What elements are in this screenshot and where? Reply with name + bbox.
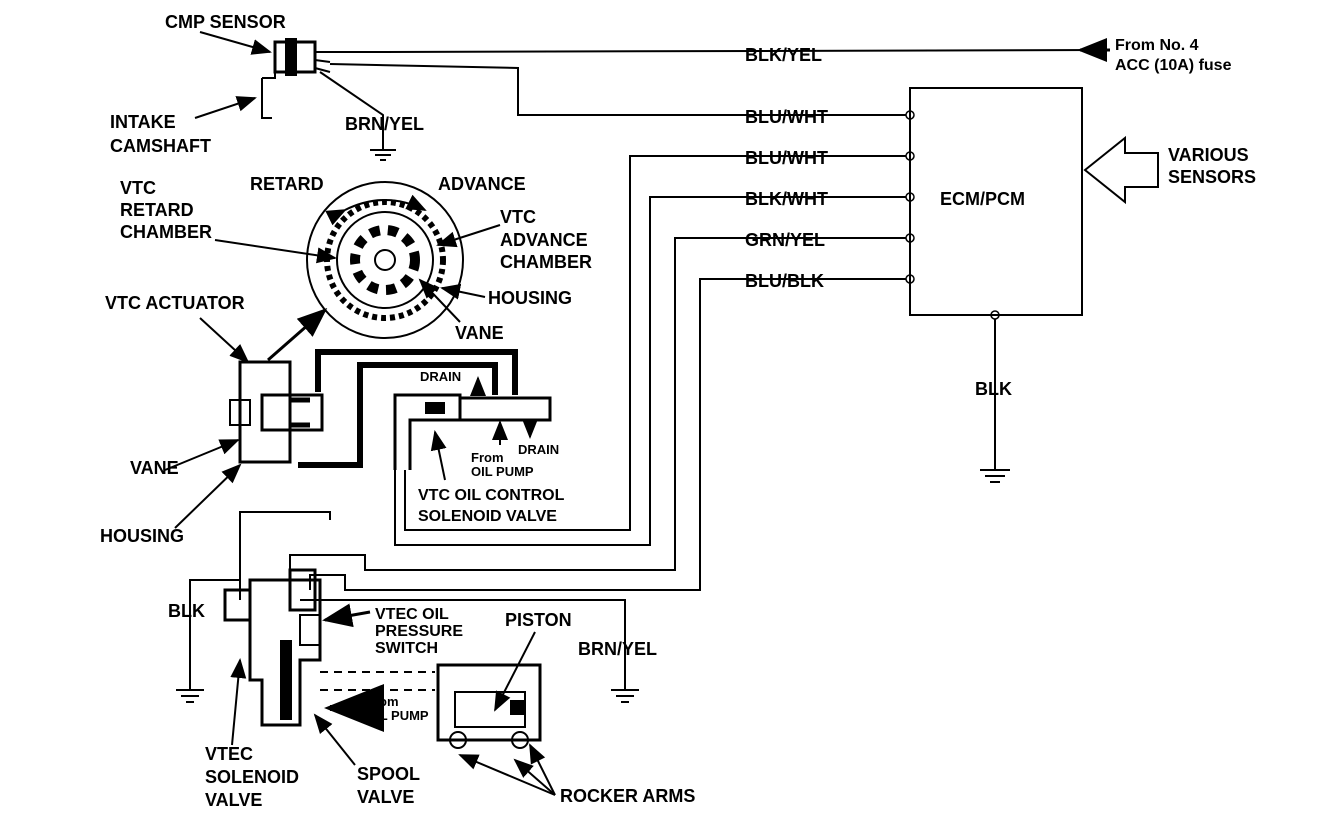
label-rocker-arms: ROCKER ARMS [560, 786, 695, 806]
vtc-oil-control-solenoid-valve [393, 376, 552, 470]
label-wire-5: BLU/BLK [745, 271, 824, 291]
label-drain-2: DRAIN [518, 442, 559, 457]
label-vtec-ops-3: SWITCH [375, 640, 438, 657]
label-camshaft: CAMSHAFT [110, 136, 211, 156]
label-vtec-sol-2: SOLENOID [205, 767, 299, 787]
label-vtc-actuator: VTC ACTUATOR [105, 293, 245, 313]
label-fuse-2: ACC (10A) fuse [1115, 57, 1232, 74]
vtec-solenoid-valve [223, 568, 322, 727]
label-from-pump-2a: From [366, 694, 399, 709]
label-drain-1: DRAIN [420, 369, 461, 384]
label-vtc-adv-2: ADVANCE [500, 230, 588, 250]
label-blk-ecm: BLK [975, 379, 1012, 399]
label-from-pump-1a: From [471, 450, 504, 465]
label-cmp-sensor: CMP SENSOR [165, 12, 286, 32]
input-arrow-icon [1083, 135, 1159, 205]
rocker-arms [436, 663, 542, 749]
ground-icons [176, 140, 1010, 703]
label-brn-yel-bottom: BRN/YEL [578, 639, 657, 659]
label-advance: ADVANCE [438, 174, 526, 194]
label-brn-yel-top: BRN/YEL [345, 114, 424, 134]
label-vtc-ocv-1: VTC OIL CONTROL [418, 487, 565, 504]
label-vtc-ocv-2: SOLENOID VALVE [418, 508, 557, 525]
label-spool-2: VALVE [357, 787, 414, 807]
label-piston: PISTON [505, 610, 572, 630]
label-blk-left: BLK [168, 601, 205, 621]
label-vane-left: VANE [130, 458, 179, 478]
label-wire-3: BLK/WHT [745, 189, 828, 209]
label-vtc-adv-1: VTC [500, 207, 536, 227]
vtc-actuator [229, 360, 324, 464]
label-housing-top: HOUSING [488, 288, 572, 308]
label-retard: RETARD [250, 174, 324, 194]
label-vtec-ops-1: VTEC OIL [375, 606, 449, 623]
label-wire-4: GRN/YEL [745, 230, 825, 250]
label-intake: INTAKE [110, 112, 176, 132]
ecm-pcm-box [909, 87, 1083, 316]
label-vtc-retard-2: RETARD [120, 200, 194, 220]
label-vane-top: VANE [455, 323, 504, 343]
vtc-gear [306, 181, 464, 339]
label-wire-1: BLU/WHT [745, 107, 828, 127]
label-sensors: SENSORS [1168, 167, 1256, 187]
label-vtc-retard-1: VTC [120, 178, 156, 198]
label-vtec-sol-1: VTEC [205, 744, 253, 764]
label-spool-1: SPOOL [357, 764, 420, 784]
label-vtc-retard-3: CHAMBER [120, 222, 212, 242]
label-wire-2: BLU/WHT [745, 148, 828, 168]
label-various: VARIOUS [1168, 145, 1249, 165]
label-from-pump-1b: OIL PUMP [471, 464, 534, 479]
label-housing-left: HOUSING [100, 526, 184, 546]
wire-blk-yel [330, 49, 1101, 53]
label-vtec-sol-3: VALVE [205, 790, 262, 810]
label-fuse-1: From No. 4 [1115, 37, 1199, 54]
label-vtec-ops-2: PRESSURE [375, 623, 463, 640]
label-ecm-pcm: ECM/PCM [940, 189, 1025, 209]
cmp-sensor [261, 38, 331, 119]
label-from-pump-2b: OIL PUMP [366, 708, 429, 723]
label-blk-yel: BLK/YEL [745, 45, 822, 65]
label-vtc-adv-3: CHAMBER [500, 252, 592, 272]
